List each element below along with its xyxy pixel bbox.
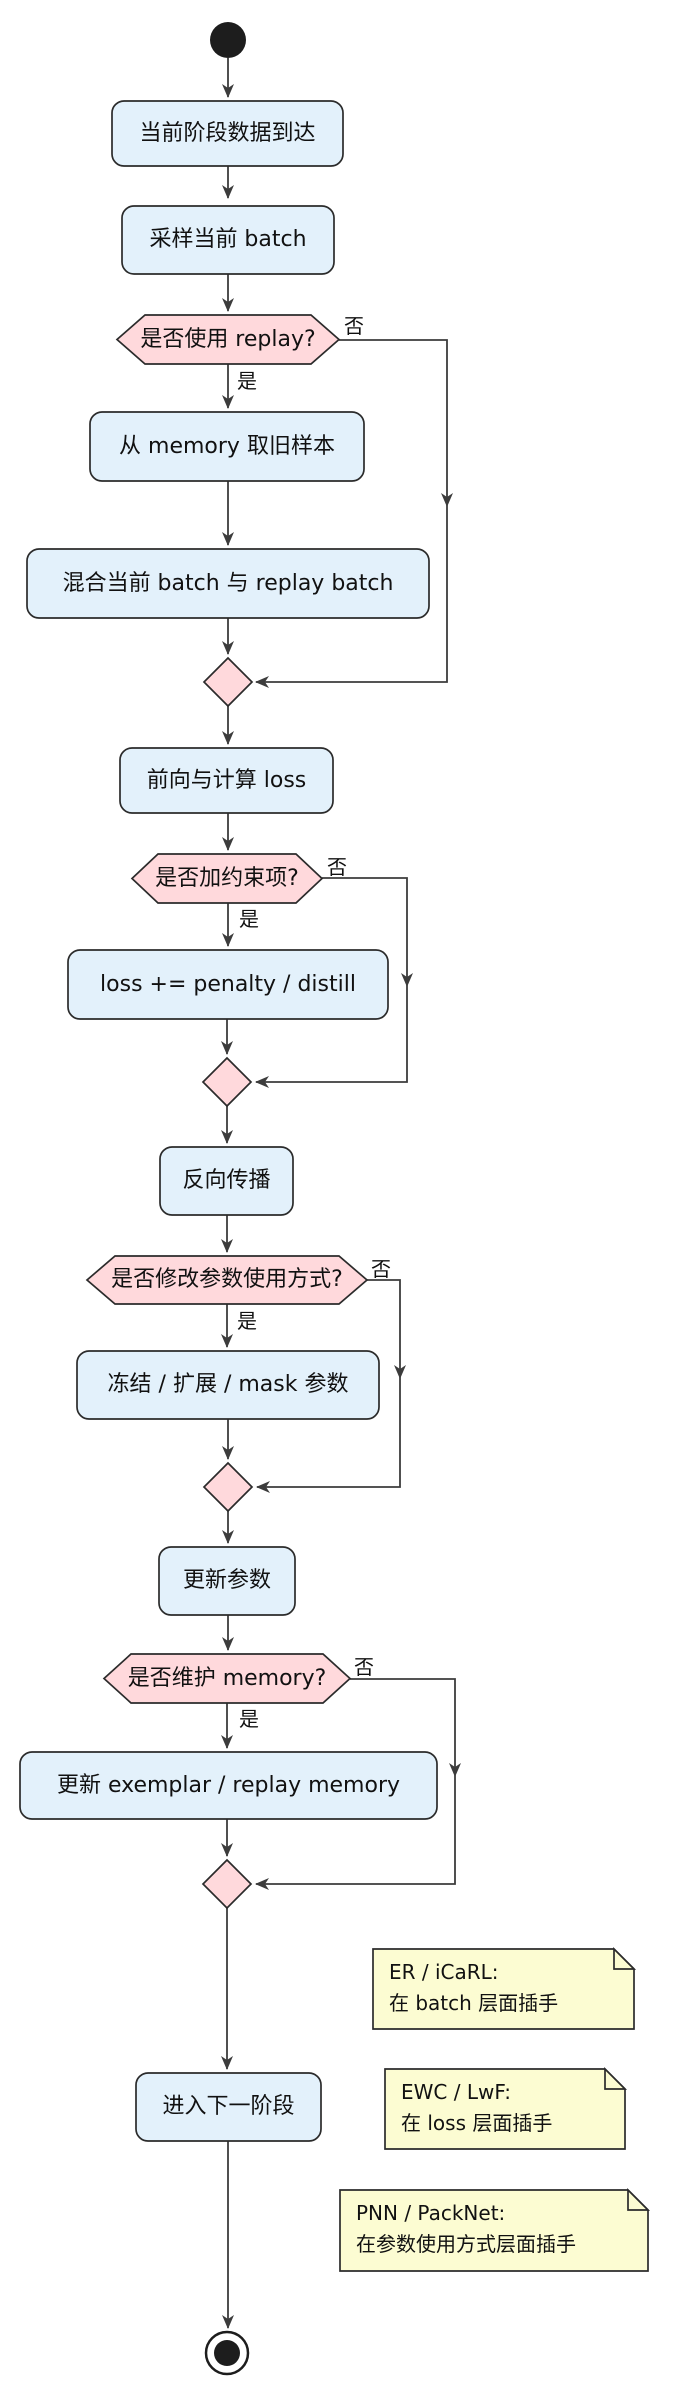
decision-modify-param-usage [85, 1255, 369, 1305]
edge-d4-no-2 [255, 1776, 456, 1890]
activity-box-data-arrival [111, 100, 344, 167]
activity-box-update-params [158, 1546, 296, 1616]
activity-box-update-memory [19, 1751, 438, 1820]
edge-d3-no-2 [256, 1378, 401, 1493]
end-node-core [214, 2340, 240, 2366]
activity-box-backprop [159, 1146, 294, 1216]
note-pnn-packnet-fold [627, 2187, 651, 2211]
edge-d1-no-2 [255, 506, 448, 688]
note-pnn-packnet [339, 2189, 649, 2272]
activity-box-loss-penalty [67, 949, 389, 1020]
activity-box-freeze-expand-mask [76, 1350, 380, 1420]
decision-add-constraint [130, 853, 324, 904]
edge-d1-no-1 [339, 339, 453, 507]
activity-box-fetch-memory [89, 411, 365, 482]
edge-d4-no-1 [350, 1678, 461, 1777]
decision-maintain-memory [102, 1653, 352, 1704]
activity-box-forward-loss [119, 747, 334, 814]
merge-diamond-2 [201, 1056, 253, 1108]
note-ewc-lwf [384, 2068, 626, 2150]
merge-diamond-1 [202, 656, 254, 708]
note-ewc-lwf-fold [604, 2066, 628, 2090]
edge-d2-no-1 [322, 877, 413, 987]
activity-box-next-stage [135, 2072, 322, 2142]
activity-box-sample-batch [121, 205, 335, 275]
edge-d2-no-2 [255, 986, 408, 1088]
activity-box-mix-batch [26, 548, 430, 619]
decision-use-replay [115, 314, 341, 365]
start-node [210, 22, 246, 58]
note-er-icarl [372, 1948, 635, 2030]
edge-d3-no-1 [367, 1279, 406, 1379]
merge-diamond-3 [202, 1461, 254, 1513]
note-er-icarl-fold [613, 1946, 637, 1970]
merge-diamond-4 [201, 1858, 253, 1910]
